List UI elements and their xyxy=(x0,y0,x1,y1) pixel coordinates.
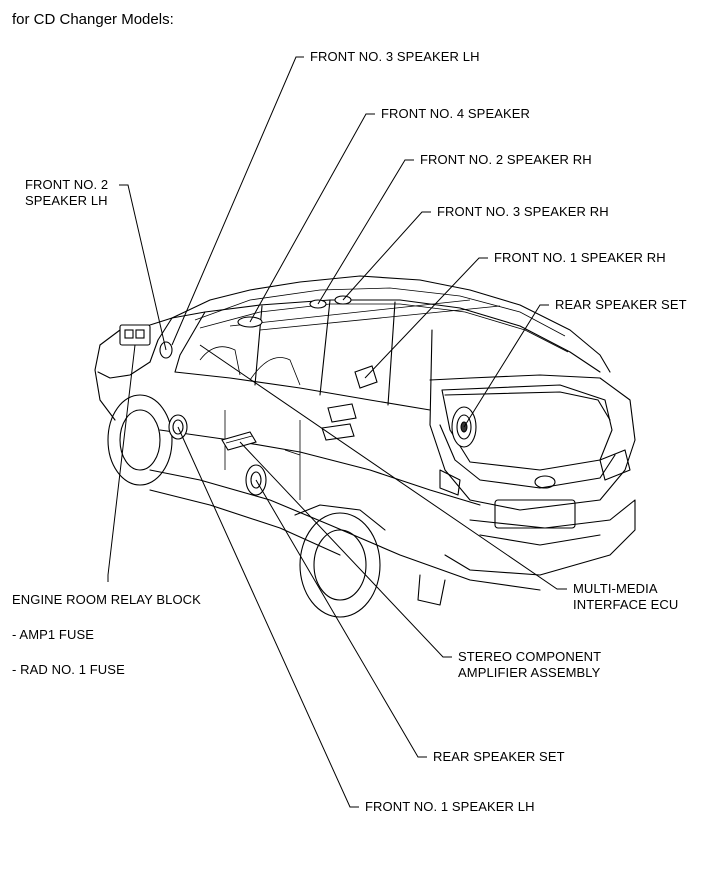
label-rear-speaker-set-top: REAR SPEAKER SET xyxy=(555,297,687,312)
label-front-no3-speaker-lh: FRONT NO. 3 SPEAKER LH xyxy=(310,49,480,64)
label-engine-room-relay-block: ENGINE ROOM RELAY BLOCK xyxy=(12,592,201,607)
label-multi-media-line2: INTERFACE ECU xyxy=(573,597,679,612)
label-stereo-line2: AMPLIFIER ASSEMBLY xyxy=(458,665,601,680)
diagram-heading: for CD Changer Models: xyxy=(12,11,174,28)
label-front-no2-speaker-lh-line2: SPEAKER LH xyxy=(25,193,108,208)
label-front-no2-speaker-rh: FRONT NO. 2 SPEAKER RH xyxy=(420,152,592,167)
label-front-no1-speaker-lh: FRONT NO. 1 SPEAKER LH xyxy=(365,799,535,814)
label-front-no1-speaker-rh: FRONT NO. 1 SPEAKER RH xyxy=(494,250,666,265)
label-front-no3-speaker-rh: FRONT NO. 3 SPEAKER RH xyxy=(437,204,609,219)
vehicle-outline xyxy=(94,275,636,618)
stereo-component-amplifier-part xyxy=(221,431,257,451)
label-front-no4-speaker: FRONT NO. 4 SPEAKER xyxy=(381,106,531,121)
multi-media-interface-ecu-part xyxy=(321,403,357,441)
label-amp1-fuse: - AMP1 FUSE xyxy=(12,627,95,642)
leader-lines xyxy=(107,56,567,808)
label-stereo-line1: STEREO COMPONENT xyxy=(458,649,602,664)
label-front-no2-speaker-lh-line1: FRONT NO. 2 xyxy=(25,177,109,192)
engine-room-relay-block-part xyxy=(119,324,151,346)
label-rad-no1-fuse: - RAD NO. 1 FUSE xyxy=(12,662,125,677)
label-rear-speaker-set-bottom: REAR SPEAKER SET xyxy=(433,749,565,764)
label-multi-media-line1: MULTI-MEDIA xyxy=(573,581,658,596)
